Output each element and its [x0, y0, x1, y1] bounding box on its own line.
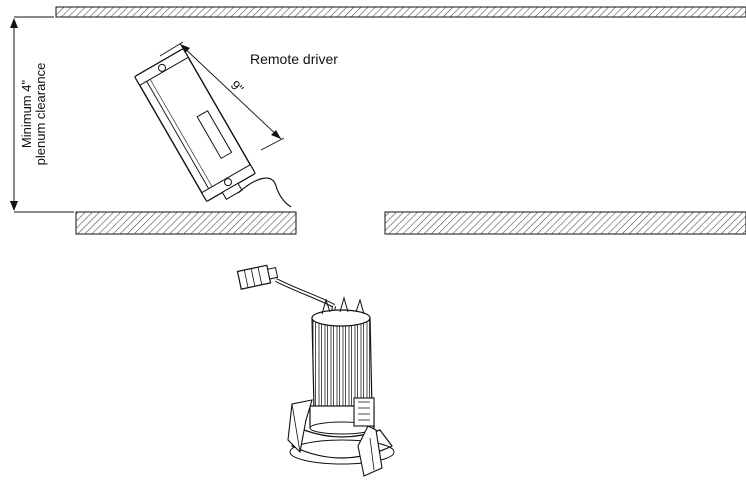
downlight-fixture [236, 264, 395, 477]
arrow-down-icon [10, 201, 18, 211]
top-slab [55, 6, 746, 18]
length-dimension [159, 41, 285, 151]
arrow-up-icon [10, 18, 18, 28]
clearance-dimension [10, 16, 74, 213]
spring-clip-right [353, 397, 383, 477]
arrow-end-icon [271, 130, 281, 139]
ceiling-left [75, 211, 297, 235]
driver-cable [237, 177, 292, 208]
arrow-end-icon [180, 44, 190, 53]
length-dimension-label: 9" [228, 77, 247, 96]
remote-driver-label: Remote driver [250, 51, 338, 67]
spring-clip-left [287, 399, 313, 454]
connector [236, 264, 279, 290]
clearance-label-line2: plenum clearance [33, 63, 48, 166]
clearance-label-line1: Minimum 4" [19, 80, 34, 149]
ceiling-right [384, 211, 746, 235]
heat-sink [311, 317, 373, 409]
remote-driver [134, 47, 256, 203]
